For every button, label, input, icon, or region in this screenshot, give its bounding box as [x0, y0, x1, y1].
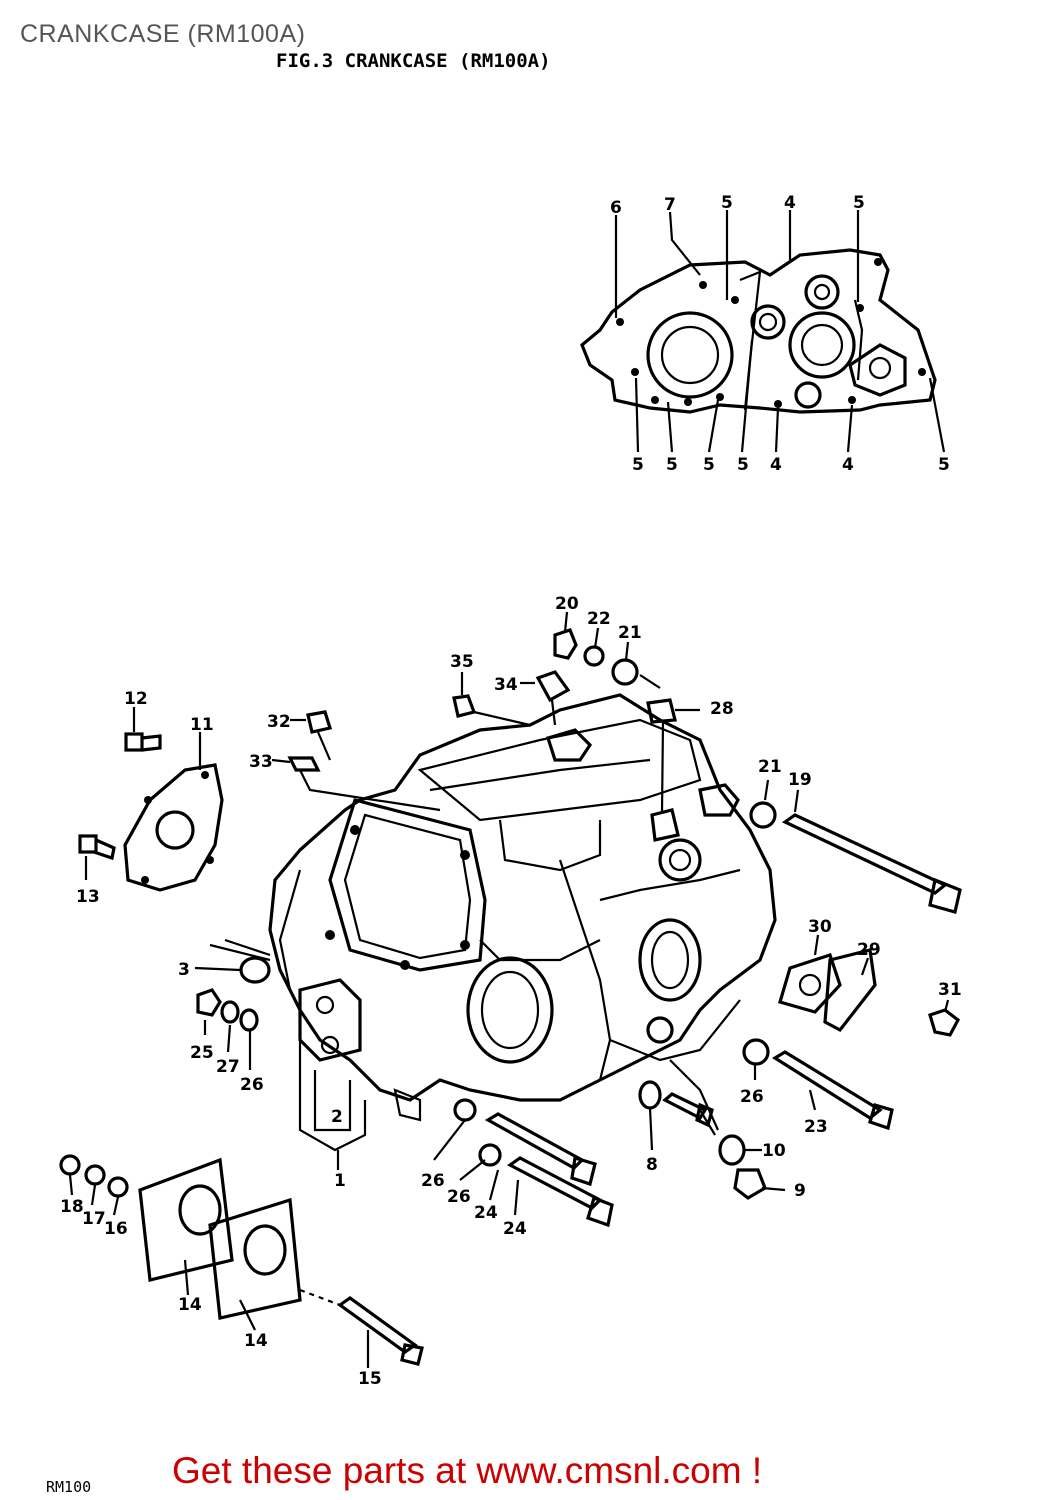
inset-label: 4 — [842, 455, 854, 475]
part-label: 31 — [938, 980, 962, 1000]
part-label: 35 — [450, 652, 474, 672]
bolts-24 — [484, 1112, 614, 1228]
part-label: 19 — [788, 770, 812, 790]
inset-label: 4 — [770, 455, 782, 475]
crankcase-inset-view — [580, 210, 946, 453]
part-label: 22 — [587, 609, 611, 629]
part-label: 27 — [216, 1057, 240, 1077]
part-label: 26 — [421, 1171, 445, 1191]
part-label: 13 — [76, 887, 100, 907]
inset-label: 7 — [664, 195, 676, 215]
part-label: 8 — [646, 1155, 658, 1175]
stud-15 — [299, 1288, 424, 1366]
screws-32-33 — [287, 710, 441, 812]
part-label: 1 — [334, 1171, 346, 1191]
plates-14 — [138, 1157, 302, 1320]
nuts-20-22-21 — [553, 628, 661, 689]
inset-label: 5 — [938, 455, 950, 475]
part-label: 3 — [178, 960, 190, 980]
part-label: 23 — [804, 1117, 828, 1137]
bolt-19 — [749, 801, 962, 914]
crankcase-main-body — [268, 693, 777, 1122]
part-label: 2 — [331, 1107, 343, 1127]
part-label: 10 — [762, 1141, 786, 1161]
part-label: 11 — [190, 715, 214, 735]
gasket-29-cover-30 — [778, 948, 877, 1033]
part-label: 18 — [60, 1197, 84, 1217]
part-label: 33 — [249, 752, 273, 772]
part-label: 25 — [190, 1043, 214, 1063]
part-label: 29 — [857, 940, 881, 960]
part-label: 24 — [474, 1203, 498, 1223]
plug-9-washer-10 — [718, 1134, 767, 1200]
inset-label: 5 — [737, 455, 749, 475]
part-label: 21 — [758, 757, 782, 777]
cover-plate-11 — [123, 763, 224, 892]
inset-label: 5 — [703, 455, 715, 475]
part-label: 17 — [82, 1209, 106, 1229]
nut-washers-16-18 — [59, 1154, 129, 1198]
inset-label: 5 — [853, 193, 865, 213]
part-label: 12 — [124, 689, 148, 709]
bolt-12 — [124, 732, 162, 752]
bolt-13 — [78, 834, 116, 861]
bolt-23 — [742, 1038, 894, 1131]
part-label: 14 — [244, 1331, 268, 1351]
part-label: 26 — [447, 1187, 471, 1207]
model-code: RM100 — [46, 1478, 92, 1496]
part-label: 9 — [794, 1181, 806, 1201]
cta-link[interactable]: Get these parts at www.cmsnl.com ! — [172, 1450, 763, 1491]
inset-label: 5 — [666, 455, 678, 475]
part-label: 26 — [240, 1075, 264, 1095]
inset-label: 5 — [721, 193, 733, 213]
part-label: 28 — [710, 699, 734, 719]
part-label: 14 — [178, 1295, 202, 1315]
inset-label: 4 — [784, 193, 796, 213]
inset-label: 6 — [610, 198, 622, 218]
dowel-3 — [209, 938, 271, 984]
part-label: 30 — [808, 917, 832, 937]
plug-28 — [646, 698, 678, 813]
part-label: 34 — [494, 675, 518, 695]
part-label: 26 — [740, 1087, 764, 1107]
part-label: 32 — [267, 712, 291, 732]
page-title: CRANKCASE (RM100A) — [20, 20, 306, 48]
part-label: 24 — [503, 1219, 527, 1239]
part-label: 15 — [358, 1369, 382, 1389]
part-label: 16 — [104, 1219, 128, 1239]
plug-34-bolt-35 — [452, 670, 571, 727]
figure-title: FIG.3 CRANKCASE (RM100A) — [276, 50, 551, 72]
part-label: 20 — [555, 594, 579, 614]
part-label: 21 — [618, 623, 642, 643]
bolt-31 — [928, 1008, 961, 1037]
inset-label: 5 — [632, 455, 644, 475]
